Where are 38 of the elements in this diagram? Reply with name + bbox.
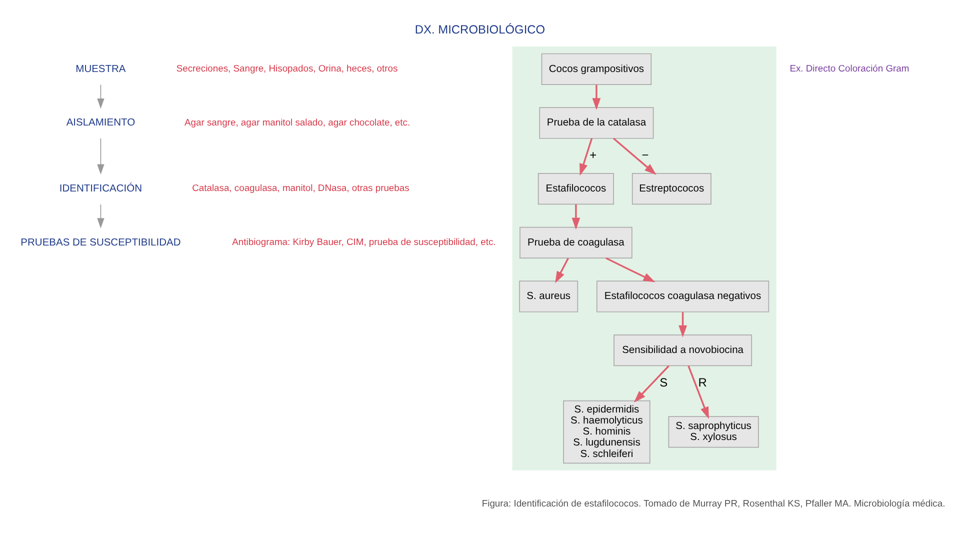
arrow: [97, 138, 104, 175]
node-box: S. epidermidis S. haemolyticus S. hominis S. lugdunensis S. schleiferi: [563, 400, 650, 464]
label: Secreciones, Sangre, Hisopados, Orina, heces, otros: [176, 62, 398, 74]
arrow: [592, 84, 601, 110]
edge-label: S: [660, 375, 668, 390]
arrow: [612, 138, 656, 175]
arrow: [688, 366, 709, 419]
arrow: [555, 258, 569, 284]
label: Agar sangre, agar manitol salado, agar chocolate, etc.: [184, 116, 410, 128]
node-box: Estafilococos coagulasa negativos: [596, 280, 770, 312]
node-box: S. saprophyticus S. xylosus: [668, 416, 759, 448]
cluster: [512, 46, 776, 470]
node-box: Estreptococos: [632, 172, 712, 205]
arrow: [572, 204, 580, 230]
label: Catalasa, coagulasa, manitol, DNasa, otras pruebas: [192, 182, 410, 194]
arrow: [678, 312, 687, 338]
arrow: [634, 365, 670, 403]
node-box: Prueba de la catalasa: [539, 107, 654, 139]
node-text: MUESTRA: [76, 64, 126, 75]
node-box: S. aureus: [519, 280, 578, 312]
arrow: [606, 257, 656, 282]
edge-label: R: [698, 375, 707, 390]
label: Figura: Identificación de estafilococos. Tomado de Murray PR, Rosenthal KS, Pfaller MA. Microbiología médica.: [482, 498, 946, 509]
arrow: [97, 204, 104, 228]
node-text: PRUEBAS DE SUSCEPTIBILIDAD: [20, 237, 181, 248]
edge-label: +: [590, 148, 597, 162]
label: Ex. Directo Coloración Gram: [790, 62, 910, 74]
node-box: Prueba de coagulasa: [520, 226, 632, 258]
node-text: IDENTIFICACIÓN: [59, 183, 142, 194]
diagram-title: DX. MICROBIOLÓGICO: [414, 22, 546, 36]
arrow: [580, 138, 593, 176]
node-box: Cocos grampositivos: [541, 53, 652, 85]
node-box: Sensibilidad a novobiocina: [614, 334, 752, 366]
node-box: Estafilococos: [538, 172, 614, 205]
arrow: [97, 84, 104, 109]
edge-label: −: [642, 148, 649, 162]
node-text: AISLAMIENTO: [66, 118, 136, 129]
label: Antibiograma: Kirby Bauer, CIM, prueba de susceptibilidad, etc.: [232, 236, 496, 248]
